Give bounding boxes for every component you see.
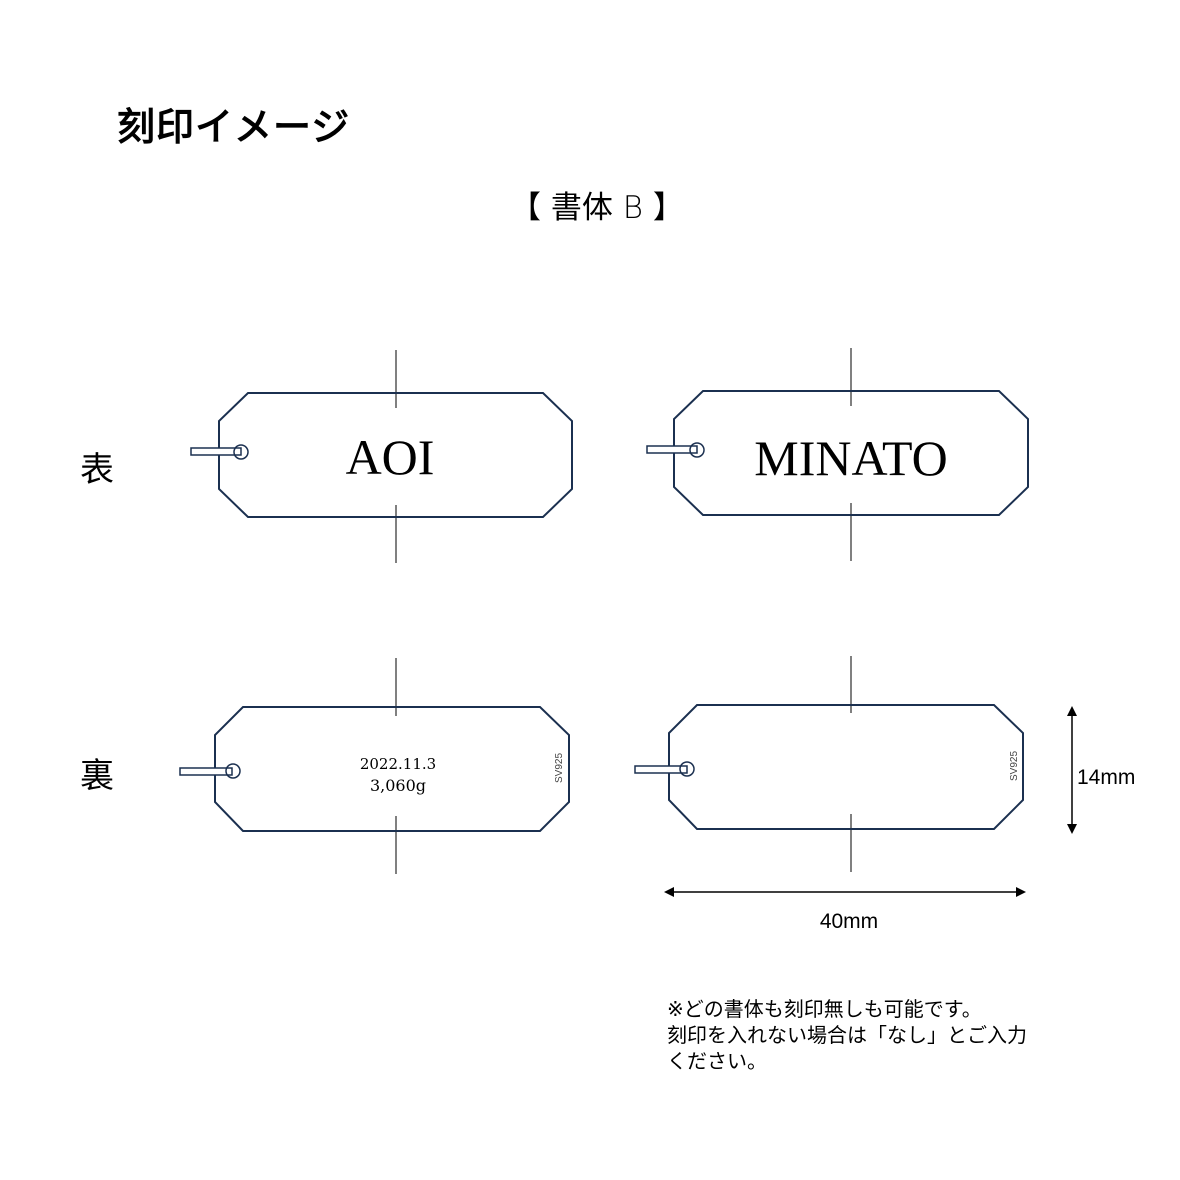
tag-back-left: 2022.11.3 3,060g SV925 (179, 658, 570, 874)
height-dimension-label: 14mm (1077, 766, 1135, 789)
engraving-date: 2022.11.3 (360, 755, 436, 773)
width-dimension-label: 40mm (820, 910, 878, 933)
note-line: 刻印を入れない場合は「なし」とご入力 (667, 1023, 1027, 1047)
engraving-note: ※どの書体も刻印無しも可能です。 刻印を入れない場合は「なし」とご入力 ください… (667, 996, 1027, 1074)
engraving-weight: 3,060g (370, 776, 426, 795)
chain-link (190, 447, 242, 456)
tag-hole (679, 761, 695, 777)
front-label: 表 (80, 450, 114, 490)
tag-outline (673, 390, 1029, 516)
tag-front-right: MINATO (646, 348, 1029, 561)
page-title: 刻印イメージ (117, 105, 351, 149)
chain-link (646, 445, 698, 454)
tag-outline (668, 704, 1024, 830)
tag-outline (218, 392, 573, 518)
note-line: ※どの書体も刻印無しも可能です。 (667, 997, 982, 1021)
stamp-text: SV925 (1009, 751, 1020, 781)
tag-back-right: SV925 (634, 656, 1024, 872)
engraving-text: MINATO (754, 430, 948, 486)
tag-front-left: AOI (190, 350, 573, 563)
chain-link (179, 767, 233, 776)
tag-outline (214, 706, 570, 832)
tag-hole (225, 763, 241, 779)
chain-link (634, 765, 688, 774)
stamp-text: SV925 (554, 753, 565, 783)
back-label: 裏 (80, 756, 114, 796)
font-style-label: 【 書体 B 】 (510, 190, 684, 226)
engraving-text: AOI (346, 429, 435, 485)
tag-hole (689, 442, 705, 458)
note-line: ください。 (667, 1049, 767, 1073)
tag-hole (233, 444, 249, 460)
